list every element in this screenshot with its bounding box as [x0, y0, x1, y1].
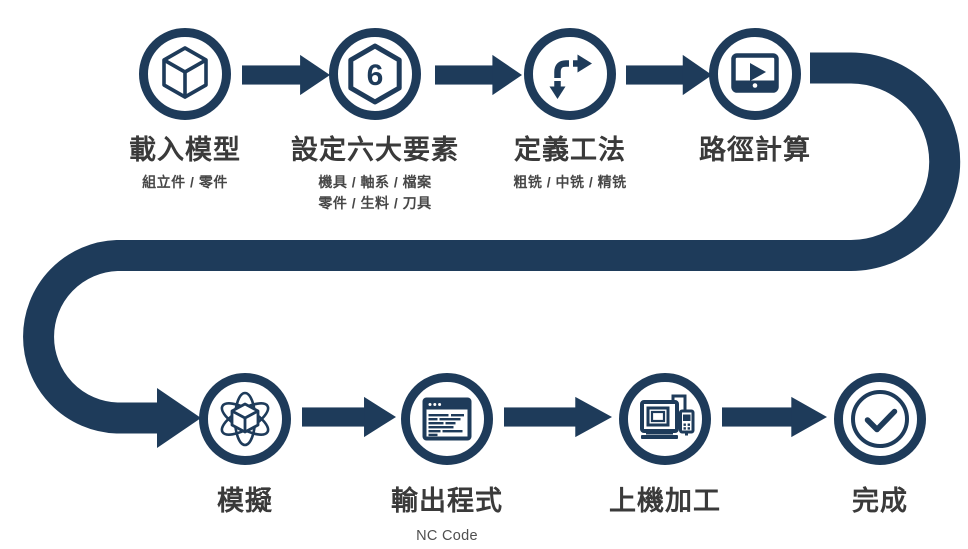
- step-subtitle: 機具 / 軸系 / 檔案: [318, 173, 432, 190]
- hexagon-badge: 6: [367, 59, 384, 92]
- flow-arrow: [504, 396, 612, 438]
- step-subtitle: 粗铣 / 中铣 / 精铣: [513, 173, 627, 190]
- step-subtitle: 零件 / 生料 / 刀具: [318, 194, 432, 211]
- branch-arrows-icon: [524, 28, 616, 120]
- step-machining: 上機加工: [545, 373, 785, 517]
- step-title: 載入模型: [129, 135, 241, 165]
- step-six-elements: 6 設定六大要素 機具 / 軸系 / 檔案 零件 / 生料 / 刀具: [255, 28, 495, 214]
- cnc-machine-icon: [619, 373, 711, 465]
- step-load-model: 載入模型 組立件 / 零件: [65, 28, 305, 193]
- flow-arrow: [435, 54, 522, 96]
- step-path-calculation: 路徑計算: [635, 28, 875, 166]
- step-simulation: 模擬: [125, 373, 365, 517]
- step-title: 設定六大要素: [291, 135, 459, 165]
- step-title: 上機加工: [609, 486, 721, 516]
- step-title: 完成: [852, 486, 908, 516]
- step-title: 路徑計算: [699, 135, 811, 165]
- step-title: 定義工法: [514, 135, 626, 165]
- flow-arrow: [722, 396, 827, 438]
- flow-arrow: [626, 54, 712, 96]
- hexagon-6-icon: 6: [329, 28, 421, 120]
- player-screen-icon: [709, 28, 801, 120]
- step-complete: 完成: [760, 373, 968, 517]
- flow-arrow: [242, 54, 330, 96]
- check-circle-icon: [834, 373, 926, 465]
- step-subtitle: NC Code: [416, 527, 478, 544]
- step-title: 輸出程式: [391, 486, 503, 516]
- cube-icon: [139, 28, 231, 120]
- step-subtitle: 組立件 / 零件: [142, 173, 228, 190]
- step-define-method: 定義工法 粗铣 / 中铣 / 精铣: [450, 28, 690, 193]
- step-output-program: 輸出程式 NC Code: [327, 373, 567, 547]
- flow-arrow: [302, 396, 396, 438]
- step-title: 模擬: [217, 486, 273, 516]
- code-window-icon: [401, 373, 493, 465]
- atom-cube-icon: [199, 373, 291, 465]
